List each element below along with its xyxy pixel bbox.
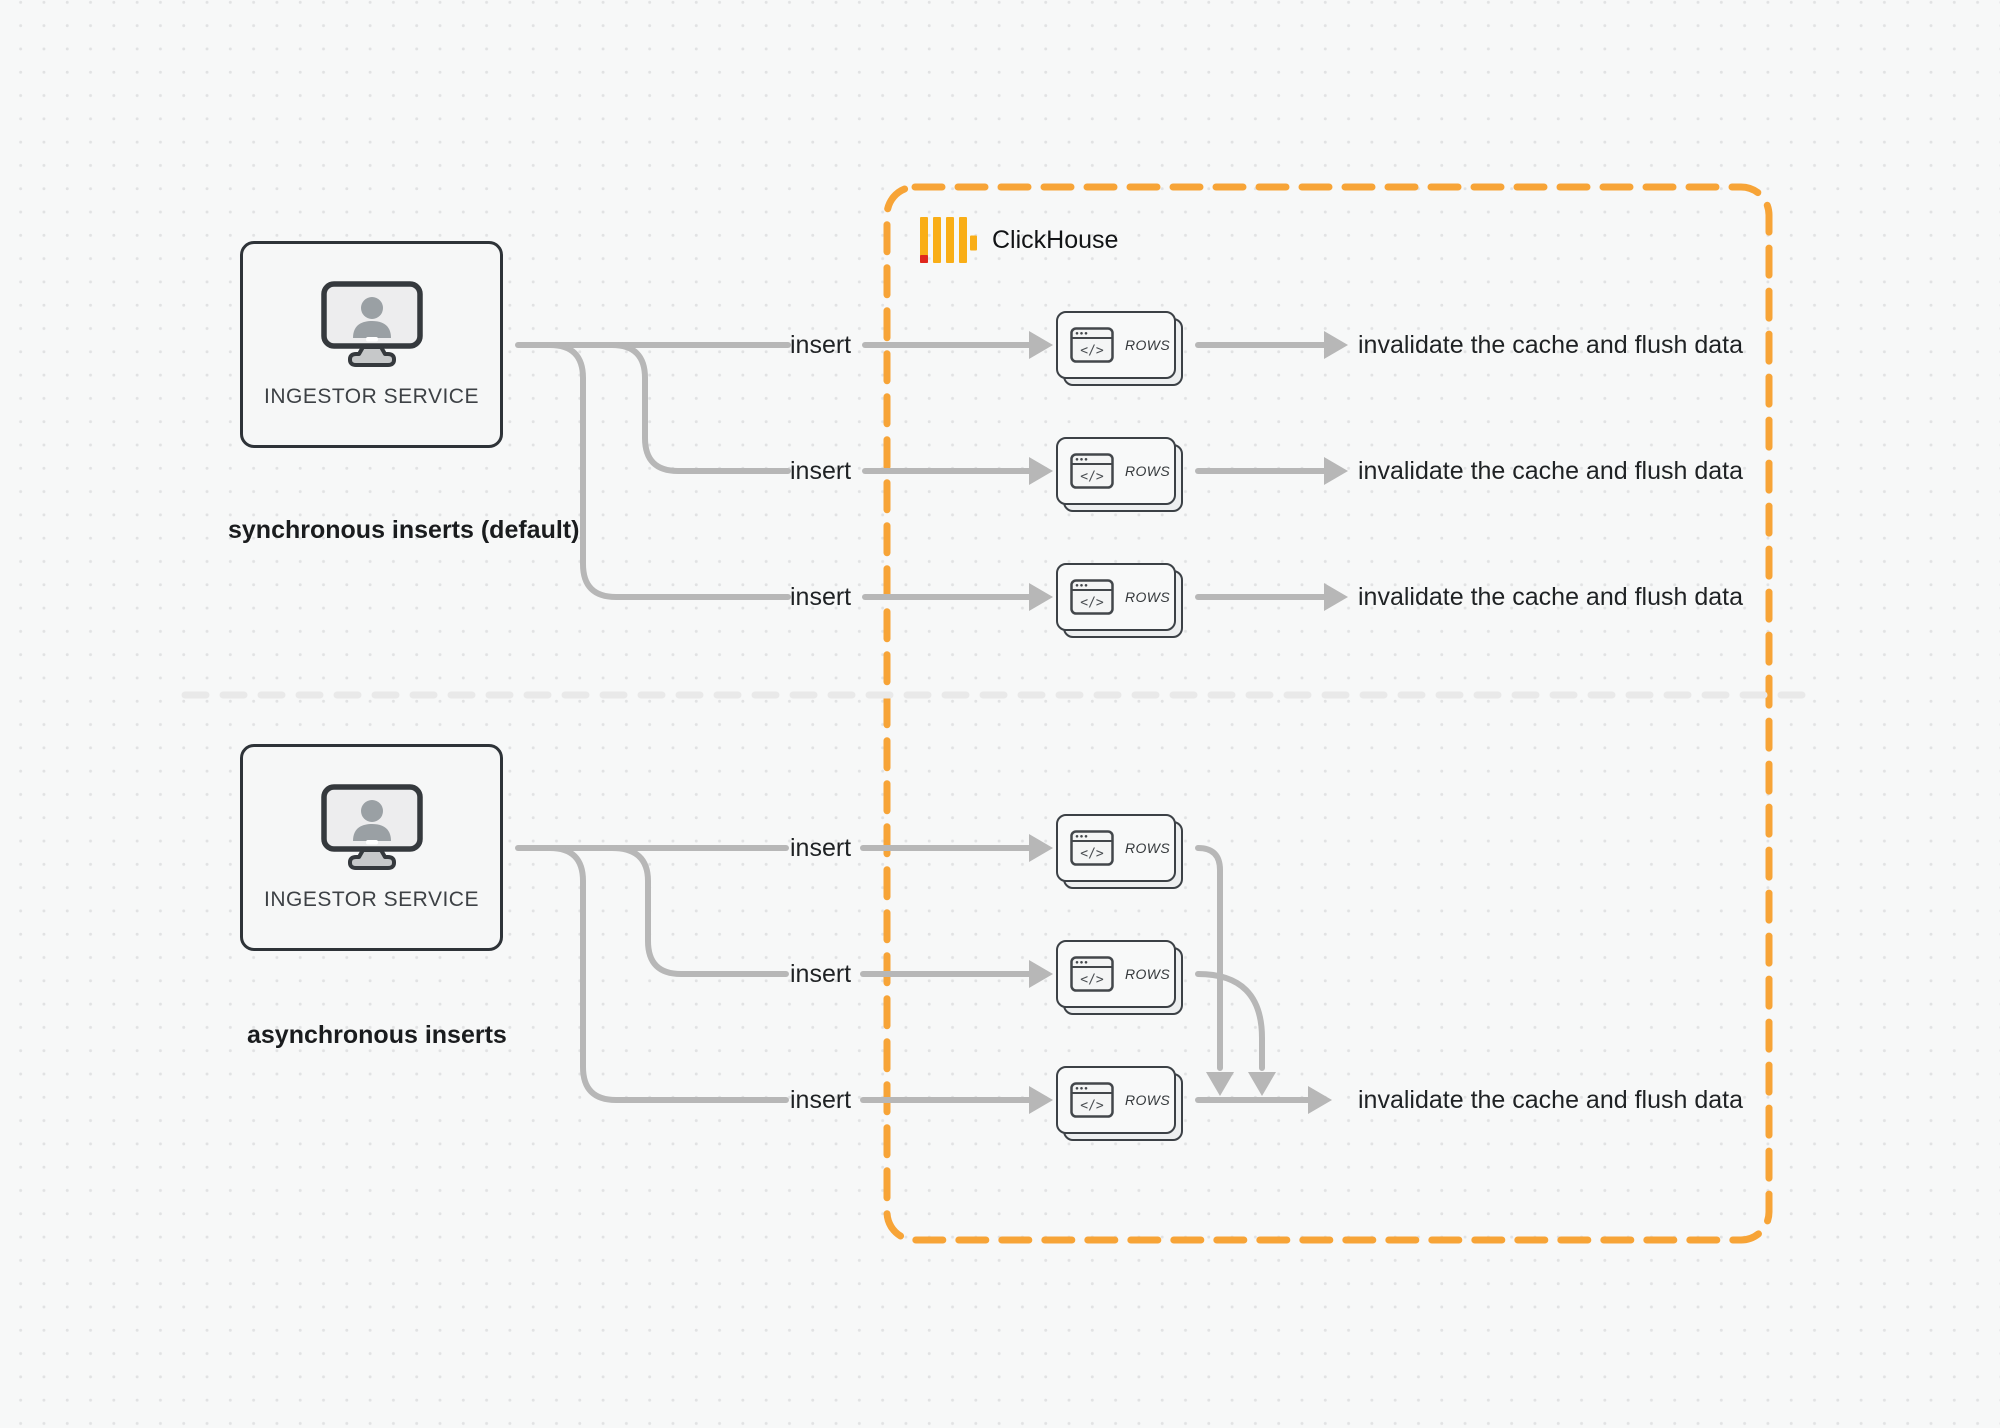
code-window-icon: </> xyxy=(1070,956,1114,992)
clickhouse-brand-label: ClickHouse xyxy=(992,226,1119,254)
result-label: invalidate the cache and flush data xyxy=(1358,331,1743,359)
sync-section-label: synchronous inserts (default) xyxy=(228,516,580,544)
rows-node: </> ROWS xyxy=(1056,940,1183,1015)
rows-node: </> ROWS xyxy=(1056,1066,1183,1141)
service-label: INGESTOR SERVICE xyxy=(264,384,479,408)
rows-node: </> ROWS xyxy=(1056,437,1183,512)
clickhouse-boundary xyxy=(883,183,1773,1244)
svg-text:</>: </> xyxy=(1080,1099,1104,1114)
svg-text:</>: </> xyxy=(1080,973,1104,988)
rows-node: </> ROWS xyxy=(1056,814,1183,889)
insert-label: insert xyxy=(790,960,852,988)
rows-node-label: ROWS xyxy=(1125,966,1171,982)
rows-node-label: ROWS xyxy=(1125,1092,1171,1108)
result-label: invalidate the cache and flush data xyxy=(1358,457,1743,485)
code-window-icon: </> xyxy=(1070,327,1114,363)
rows-node: </> ROWS xyxy=(1056,311,1183,386)
svg-text:</>: </> xyxy=(1080,470,1104,485)
insert-label: insert xyxy=(790,583,852,611)
code-window-icon: </> xyxy=(1070,830,1114,866)
result-label: invalidate the cache and flush data xyxy=(1358,583,1743,611)
svg-text:</>: </> xyxy=(1080,596,1104,611)
code-window-icon: </> xyxy=(1070,579,1114,615)
service-label: INGESTOR SERVICE xyxy=(264,887,479,911)
rows-node-label: ROWS xyxy=(1125,840,1171,856)
arrowheads xyxy=(1029,331,1348,1114)
clickhouse-logo-icon xyxy=(920,217,977,263)
clickhouse-header: ClickHouse xyxy=(920,216,1118,264)
rows-node: </> ROWS xyxy=(1056,563,1183,638)
insert-label: insert xyxy=(790,834,852,862)
rows-node-label: ROWS xyxy=(1125,337,1171,353)
result-label: invalidate the cache and flush data xyxy=(1358,1086,1743,1114)
code-window-icon: </> xyxy=(1070,1082,1114,1118)
svg-text:</>: </> xyxy=(1080,344,1104,359)
rows-node-label: ROWS xyxy=(1125,463,1171,479)
async-section-label: asynchronous inserts xyxy=(247,1021,507,1049)
insert-label: insert xyxy=(790,1086,852,1114)
monitor-user-icon xyxy=(320,783,423,870)
svg-text:</>: </> xyxy=(1080,847,1104,862)
rows-node-label: ROWS xyxy=(1125,589,1171,605)
monitor-user-icon xyxy=(320,280,423,367)
ingestor-service-box-sync: INGESTOR SERVICE xyxy=(240,241,503,448)
insert-label: insert xyxy=(790,331,852,359)
flow-connectors xyxy=(515,342,1327,1103)
insert-label: insert xyxy=(790,457,852,485)
code-window-icon: </> xyxy=(1070,453,1114,489)
ingestor-service-box-async: INGESTOR SERVICE xyxy=(240,744,503,951)
